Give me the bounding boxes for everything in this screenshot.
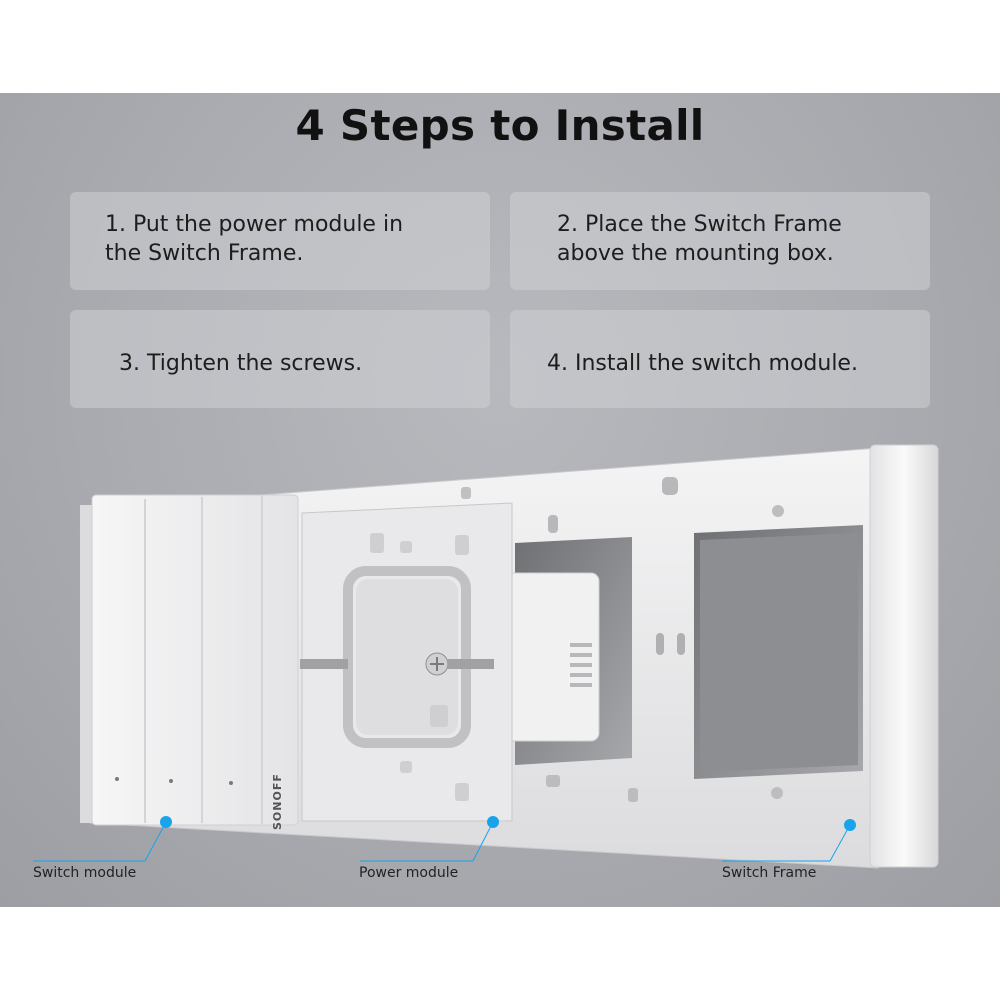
install-panel: 4 Steps to Install 1. Put the power modu… [0,93,1000,907]
power-module-plate [300,502,513,822]
callout-power-module-label: Power module [359,865,459,881]
step-3-box: 3. Tighten the screws. [70,310,490,408]
step-2-line-1: 2. Place the Switch Frame [557,212,842,237]
step-2-box: 2. Place the Switch Frame above the moun… [510,192,930,290]
callout-switch-frame-marker [722,819,856,862]
step-4-box: 4. Install the switch module. [510,310,930,408]
step-4-line-1: 4. Install the switch module. [547,351,858,376]
callout-switch-frame-label: Switch Frame [722,865,817,881]
step-1-box: 1. Put the power module in the Switch Fr… [70,192,490,290]
callout-switch-module-marker [33,816,172,862]
brand-logo-text: SONOFF [271,773,284,830]
step-1-line-1: 1. Put the power module in [105,212,404,237]
step-2-line-2: above the mounting box. [557,241,834,266]
callout-power-module-marker [360,816,499,862]
callout-switch-module-label: Switch module [33,865,137,881]
step-1-line-2: the Switch Frame. [105,241,304,266]
page-title: 4 Steps to Install [295,101,705,150]
power-module-body [504,572,600,742]
step-3-line-1: 3. Tighten the screws. [119,351,363,376]
switch-module [80,494,299,826]
installation-illustration [33,444,939,869]
